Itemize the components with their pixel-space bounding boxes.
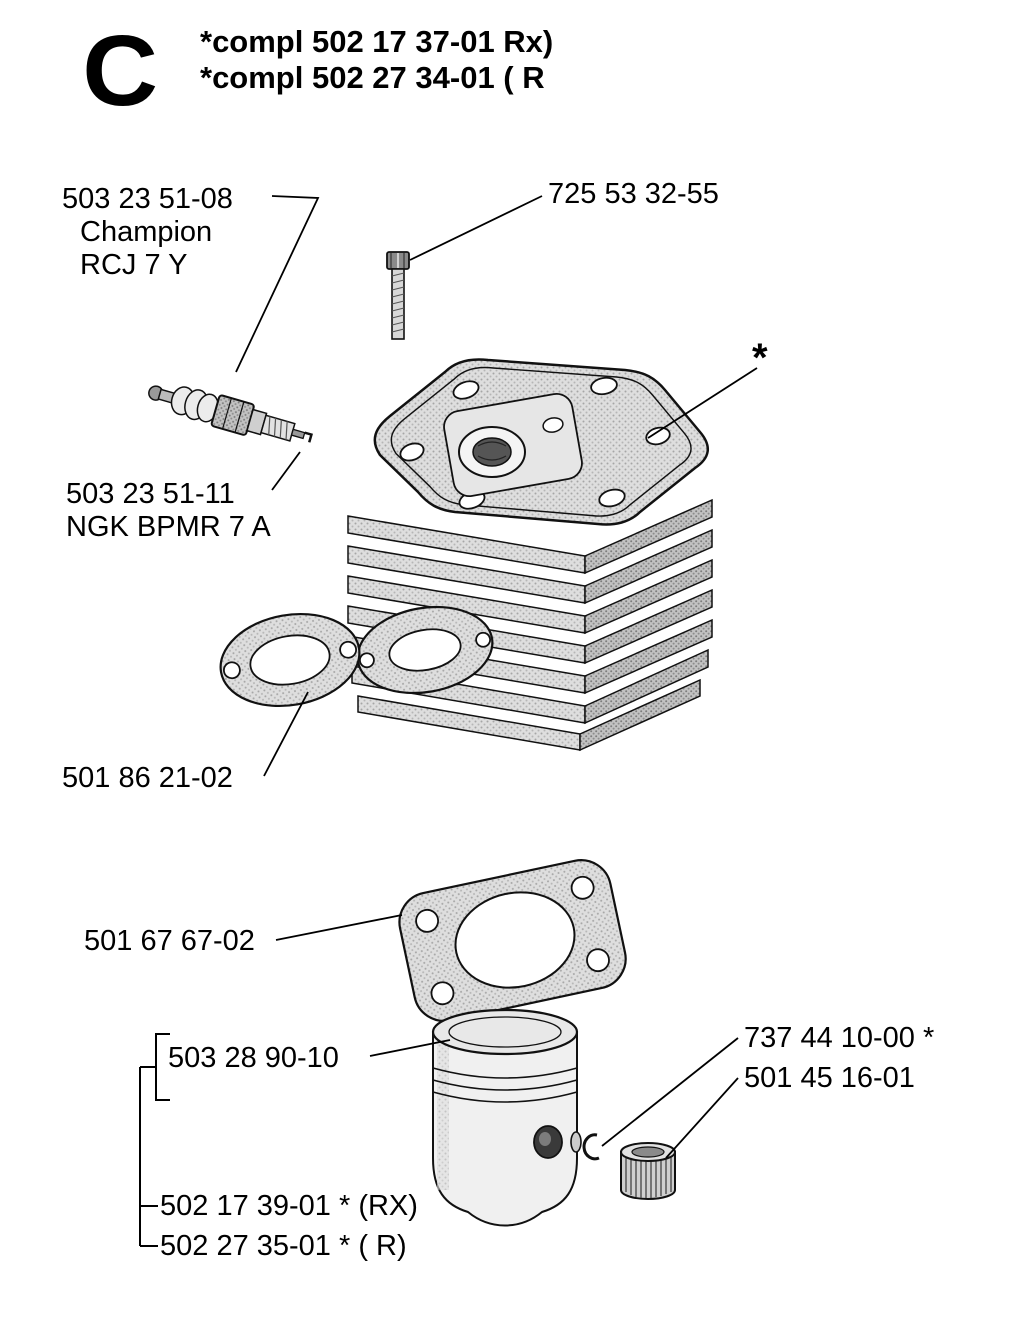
part-number: 503 23 51-08 bbox=[62, 183, 233, 215]
label-cylinder-bolt: 725 53 32-55 bbox=[548, 178, 719, 211]
label-exhaust-gasket: 501 86 21-02 bbox=[62, 762, 233, 795]
circlip-drawing bbox=[582, 1133, 600, 1161]
compl-line-2: *compl 502 27 34-01 ( R bbox=[200, 60, 545, 95]
label-base-gasket: 501 67 67-02 bbox=[84, 925, 255, 958]
compl-line-1: *compl 502 17 37-01 Rx) bbox=[200, 24, 554, 59]
section-letter: C bbox=[82, 15, 159, 127]
label-piston-assembly: 503 28 90-10 bbox=[168, 1042, 339, 1075]
part-number: 501 67 67-02 bbox=[84, 925, 255, 957]
needle-bearing-drawing bbox=[620, 1142, 676, 1200]
part-brand-model: NGK BPMR 7 A bbox=[66, 511, 271, 543]
label-needle-bearing: 501 45 16-01 bbox=[744, 1062, 915, 1095]
part-number: 502 17 39-01 * (RX) bbox=[160, 1190, 418, 1222]
label-piston-r: 502 27 35-01 * ( R) bbox=[160, 1230, 407, 1263]
cylinder-asterisk-marker: * bbox=[752, 336, 768, 380]
part-brand: Champion bbox=[80, 216, 213, 248]
part-number: 502 27 35-01 * ( R) bbox=[160, 1230, 407, 1262]
spark-plug-drawing bbox=[148, 385, 313, 443]
wrist-pin-drawing bbox=[570, 1131, 582, 1153]
exhaust-gasket-drawing bbox=[219, 612, 361, 708]
part-model: RCJ 7 Y bbox=[80, 249, 188, 281]
label-spark-plug-champion: 503 23 51-08 Champion RCJ 7 Y bbox=[62, 183, 233, 282]
piston-drawing bbox=[431, 1008, 579, 1227]
part-number: 737 44 10-00 * bbox=[744, 1022, 935, 1054]
part-number: 503 23 51-11 bbox=[66, 478, 235, 510]
mounting-bolt-drawing bbox=[386, 251, 410, 340]
intake-gasket-drawing bbox=[356, 605, 494, 695]
part-number: 503 28 90-10 bbox=[168, 1042, 339, 1074]
label-piston-rx: 502 17 39-01 * (RX) bbox=[160, 1190, 418, 1223]
alternatives-bracket bbox=[139, 1033, 170, 1247]
label-spark-plug-ngk: 503 23 51-11 NGK BPMR 7 A bbox=[66, 478, 271, 544]
leader-lines bbox=[235, 195, 758, 1159]
label-circlip: 737 44 10-00 * bbox=[744, 1022, 934, 1055]
part-number: 501 86 21-02 bbox=[62, 762, 233, 794]
part-number: 725 53 32-55 bbox=[548, 178, 719, 210]
part-number: 501 45 16-01 bbox=[744, 1062, 915, 1094]
base-gasket-drawing bbox=[398, 859, 627, 1022]
